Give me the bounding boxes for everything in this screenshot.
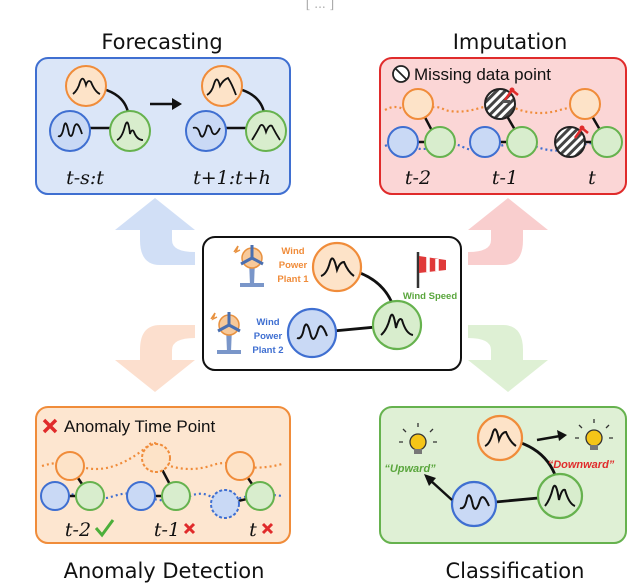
lightbulb-icon-left: [399, 423, 437, 454]
missing-data-icon: [392, 65, 410, 83]
plant1-line3: Plant 1: [277, 274, 309, 285]
plant2-line1: Wind: [256, 317, 279, 328]
plant2-line2: Power: [254, 331, 283, 342]
forecasting-label-left: t-s:t: [66, 167, 104, 189]
imputation-panel: [379, 57, 627, 195]
imputation-graph-3: [554, 88, 623, 158]
forecasting-graph-right: [185, 65, 287, 152]
plant2-line3: Plant 2: [252, 345, 283, 356]
downward-arrow-icon: [536, 430, 567, 442]
upward-label: “Upward”: [384, 463, 436, 475]
wind-speed-label: Wind Speed: [403, 291, 457, 302]
imputation-label-2: t-1: [492, 167, 518, 189]
lightbulb-icon-right: [575, 419, 613, 450]
anomaly-label-1: t-2: [65, 519, 91, 541]
top-fragment: [ ... ]: [306, 0, 334, 11]
anomaly-legend: Anomaly Time Point: [64, 417, 215, 436]
arrows: [115, 198, 548, 392]
anomaly-graph-1: [40, 451, 105, 511]
arrow-to-anomaly: [115, 325, 195, 392]
x-icon-3: [261, 522, 274, 535]
forecasting-title: Forecasting: [101, 30, 222, 54]
center-graph: [286, 241, 423, 359]
imputation-legend: Missing data point: [414, 65, 551, 84]
arrow-to-imputation: [468, 198, 548, 265]
anomaly-label-3: t: [249, 519, 257, 541]
robot-arm-icon-2: [573, 125, 589, 139]
anomaly-label-2: t-1: [154, 519, 180, 541]
anomaly-graph-3: [210, 451, 275, 519]
imputation-graph-2: [469, 87, 538, 158]
robot-arm-icon: [502, 87, 519, 103]
forecasting-graph-left: [49, 65, 151, 152]
forecast-arrow-icon: [150, 98, 182, 110]
imputation-label-1: t-2: [405, 167, 431, 189]
imputation-label-3: t: [588, 167, 596, 189]
forecasting-label-right: t+1:t+h: [193, 167, 271, 189]
x-icon-2: [183, 522, 196, 535]
anomaly-title: Anomaly Detection: [64, 559, 265, 583]
imputation-title: Imputation: [453, 30, 568, 54]
plant1-line2: Power: [279, 260, 308, 271]
downward-label: “Downward”: [548, 459, 615, 471]
check-icon: [94, 519, 115, 538]
arrow-to-classification: [468, 325, 548, 392]
wind-turbine-icon-1: [233, 245, 264, 287]
classification-graph: [450, 414, 584, 528]
red-x-icon: [42, 418, 58, 434]
upward-arrow-icon: [424, 474, 453, 501]
anomaly-graph-2: [126, 443, 191, 511]
arrow-to-forecasting: [115, 198, 195, 265]
windsock-icon: [416, 252, 446, 288]
wind-turbine-icon-2: [210, 312, 241, 354]
classification-title: Classification: [446, 559, 585, 583]
plant1-line1: Wind: [281, 246, 304, 257]
imputation-graph-1: [387, 88, 456, 158]
